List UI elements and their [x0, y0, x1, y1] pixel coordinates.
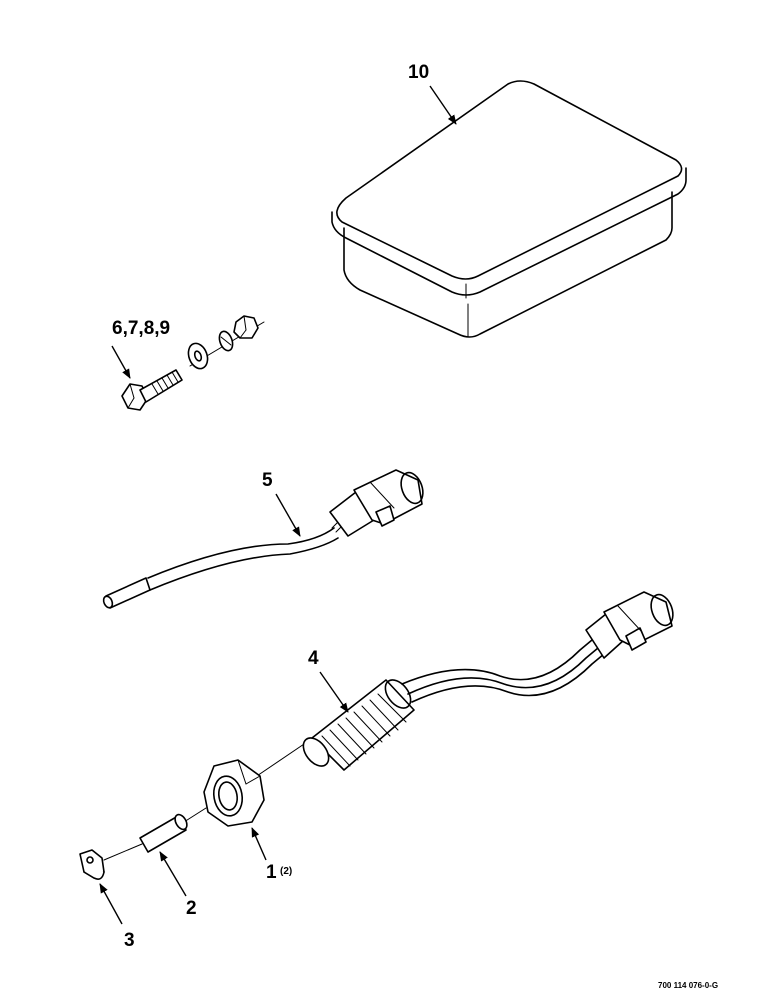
storage-box	[331, 80, 687, 338]
threaded-sensor	[247, 591, 674, 783]
jam-nut	[203, 759, 265, 827]
callout-5: 5	[262, 470, 301, 537]
hardware-bolt-assembly	[121, 315, 265, 411]
callout-3: 3	[99, 883, 135, 951]
sensor-wire-harness	[102, 469, 424, 609]
svg-text:5: 5	[262, 470, 273, 491]
document-number: 700 114 076-0-G	[658, 981, 718, 990]
callout-10: 10	[408, 62, 457, 125]
svg-text:(2): (2)	[280, 866, 292, 877]
callout-6-7-8-9: 6,7,8,9	[111, 318, 170, 379]
callout-2: 2	[159, 851, 197, 919]
svg-text:3: 3	[124, 930, 135, 951]
svg-text:2: 2	[186, 898, 197, 919]
svg-text:10: 10	[408, 62, 429, 83]
spacer-pin	[103, 807, 207, 861]
svg-text:1: 1	[266, 862, 277, 883]
clip	[79, 849, 105, 880]
callout-1: 1 (2)	[251, 827, 292, 883]
svg-text:4: 4	[308, 648, 319, 669]
svg-text:6,7,8,9: 6,7,8,9	[112, 318, 170, 339]
callout-4: 4	[308, 648, 349, 713]
